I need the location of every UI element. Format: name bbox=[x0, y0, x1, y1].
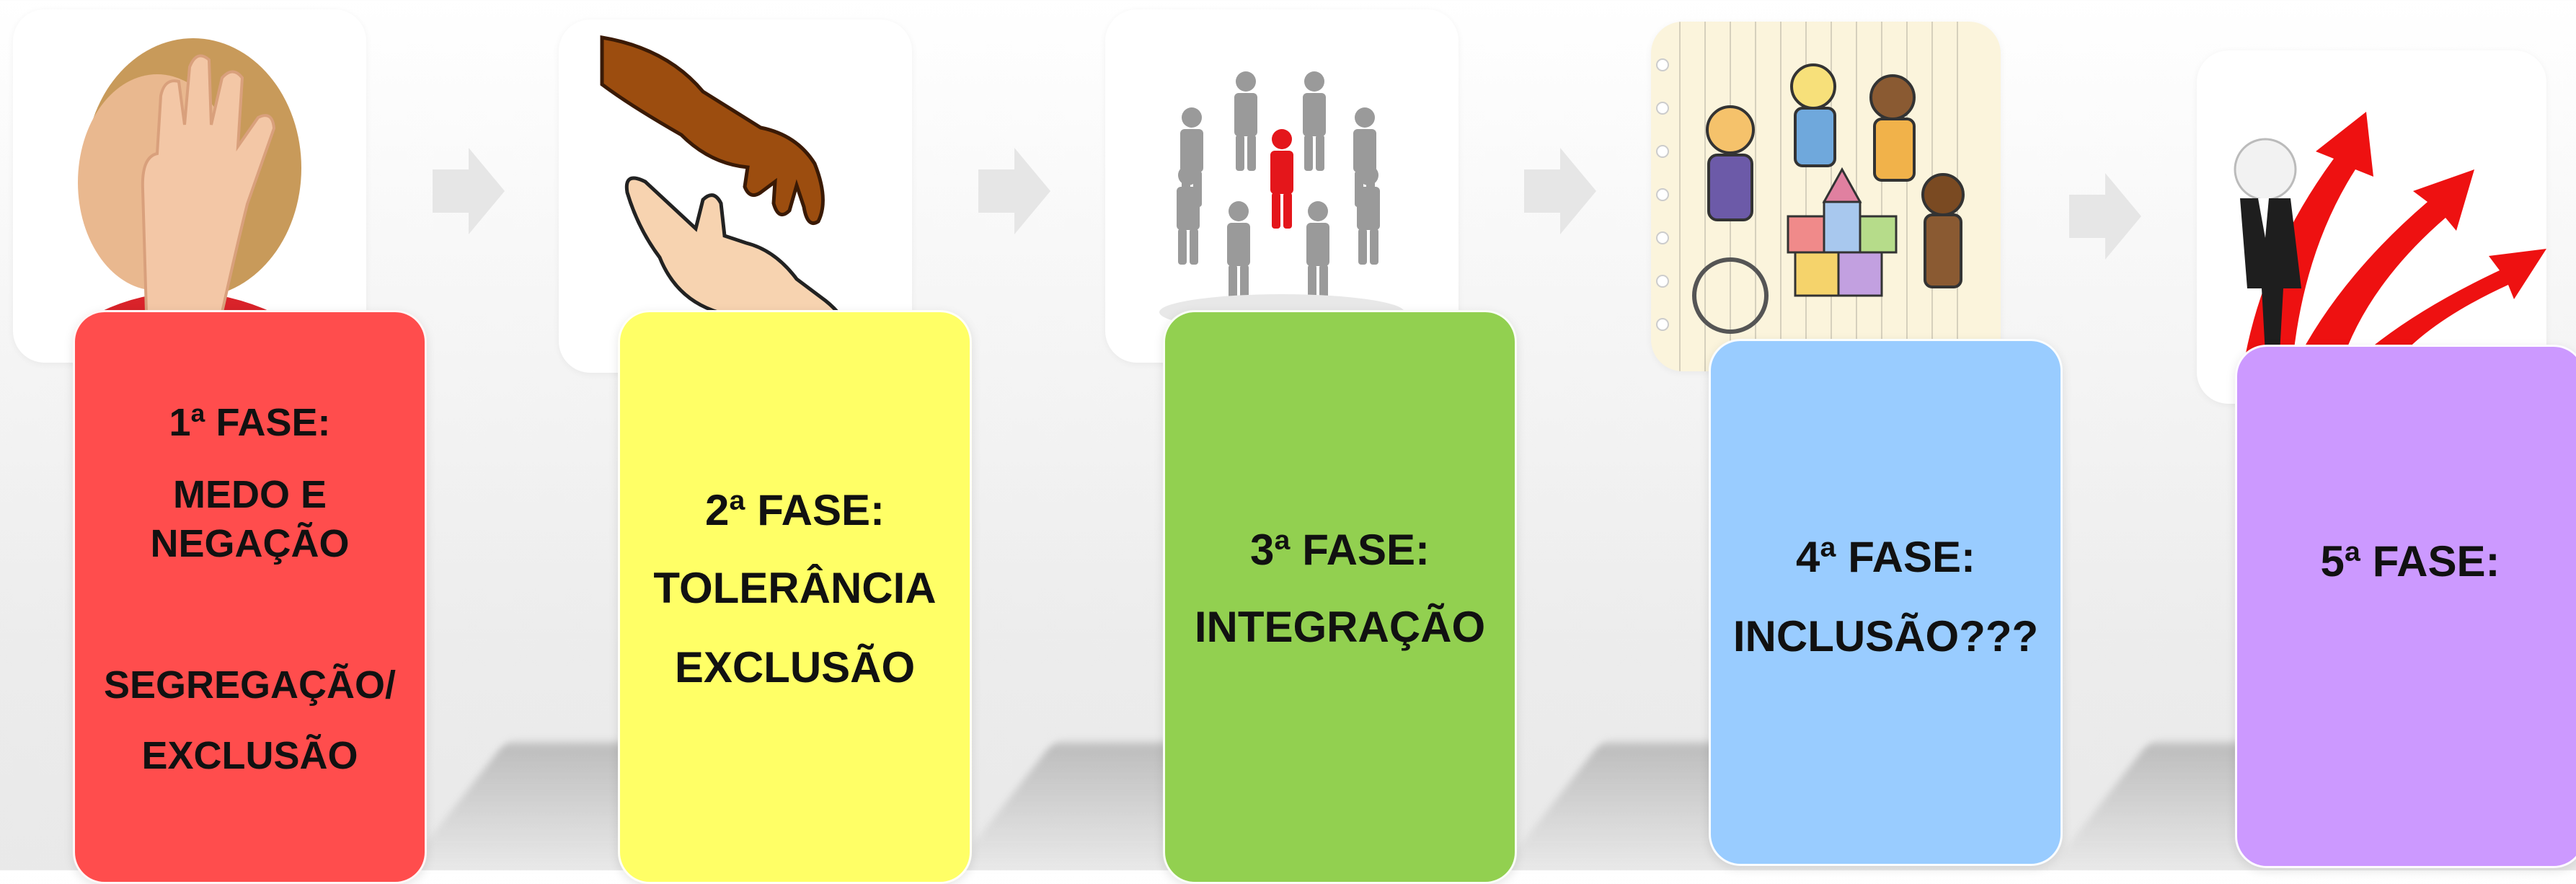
image-card-4 bbox=[1651, 22, 2001, 371]
arrow-right-icon bbox=[978, 148, 1050, 234]
phase-card-2: 2ª FASE: TOLERÂNCIA EXCLUSÃO bbox=[618, 310, 972, 884]
phase-title: 2ª FASE: bbox=[705, 486, 885, 534]
arrow-shape bbox=[1524, 148, 1596, 234]
arrow-right-icon bbox=[433, 148, 505, 234]
phase-title: 1ª FASE: bbox=[169, 401, 331, 444]
phase-line: NEGAÇÃO bbox=[150, 522, 350, 565]
phase-line: EXCLUSÃO bbox=[674, 643, 916, 691]
arrow-shape bbox=[2069, 173, 2141, 260]
phase-line: TOLERÂNCIA bbox=[653, 564, 937, 612]
phase-title: 4ª FASE: bbox=[1796, 533, 1975, 581]
phase-line: INCLUSÃO??? bbox=[1732, 612, 2039, 660]
phase-line: INTEGRAÇÃO bbox=[1194, 603, 1486, 651]
phase-line: MEDO E bbox=[172, 473, 327, 516]
phase-line: EXCLUSÃO bbox=[141, 734, 358, 777]
phase-title: 3ª FASE: bbox=[1250, 526, 1430, 574]
arrow-shape bbox=[433, 148, 505, 234]
image-card-1 bbox=[13, 9, 366, 363]
phase-card-3: 3ª FASE: INTEGRAÇÃO bbox=[1163, 310, 1517, 884]
phase-card-5: 5ª FASE: bbox=[2235, 345, 2576, 868]
arrow-right-icon bbox=[1524, 148, 1596, 234]
phase-card-1: 1ª FASE: MEDO E NEGAÇÃO SEGREGAÇÃO/ EXCL… bbox=[73, 310, 427, 884]
phase-card-4: 4ª FASE: INCLUSÃO??? bbox=[1709, 339, 2063, 866]
children-playing-drawing-icon bbox=[1656, 22, 1965, 371]
phase-line: SEGREGAÇÃO/ bbox=[103, 663, 397, 707]
phase-title: 5ª FASE: bbox=[2320, 537, 2500, 585]
arrow-right-icon bbox=[2069, 173, 2141, 260]
child-covering-face-icon bbox=[78, 38, 301, 363]
arrow-shape bbox=[978, 148, 1050, 234]
